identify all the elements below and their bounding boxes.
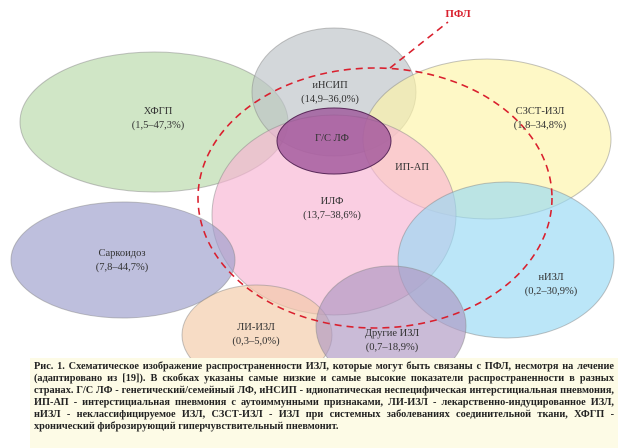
ellipse-sarc — [10, 201, 236, 319]
ellipse-other — [315, 265, 467, 360]
range-sarc: (7,8–44,7%) — [96, 262, 149, 273]
figure-caption: Рис. 1. Схематическое изображение распро… — [30, 358, 618, 448]
label-gs: Г/С ЛФ — [315, 133, 349, 144]
label-szst: СЗСТ-ИЗЛ — [516, 106, 565, 117]
range-hfgp: (1,5–47,3%) — [132, 120, 185, 131]
label-other: Другие ИЗЛ — [365, 328, 419, 339]
label-insip: иНСИП — [312, 80, 348, 91]
label-nizl: нИЗЛ — [538, 272, 563, 283]
label-sarc: Саркоидоз — [98, 248, 145, 259]
venn-diagram: ПФЛ ХФГП (1,5–47,3%) иНСИП (14,9–36,0%) … — [10, 8, 615, 360]
label-ipap: ИП-АП — [395, 162, 429, 173]
range-other: (0,7–18,9%) — [366, 342, 419, 353]
range-szst: (1,8–34,8%) — [514, 120, 567, 131]
label-ilf: ИЛФ — [321, 196, 344, 207]
pfl-leader-line — [389, 21, 449, 69]
range-li: (0,3–5,0%) — [232, 336, 280, 347]
label-hfgp: ХФГП — [144, 106, 173, 117]
range-nizl: (0,2–30,9%) — [525, 286, 578, 297]
range-ilf: (13,7–38,6%) — [303, 210, 361, 221]
pfl-dashed-boundary — [197, 67, 553, 329]
ellipse-gs — [276, 107, 392, 175]
pfl-label: ПФЛ — [445, 8, 471, 20]
label-li: ЛИ-ИЗЛ — [237, 322, 275, 333]
range-insip: (14,9–36,0%) — [301, 94, 359, 105]
